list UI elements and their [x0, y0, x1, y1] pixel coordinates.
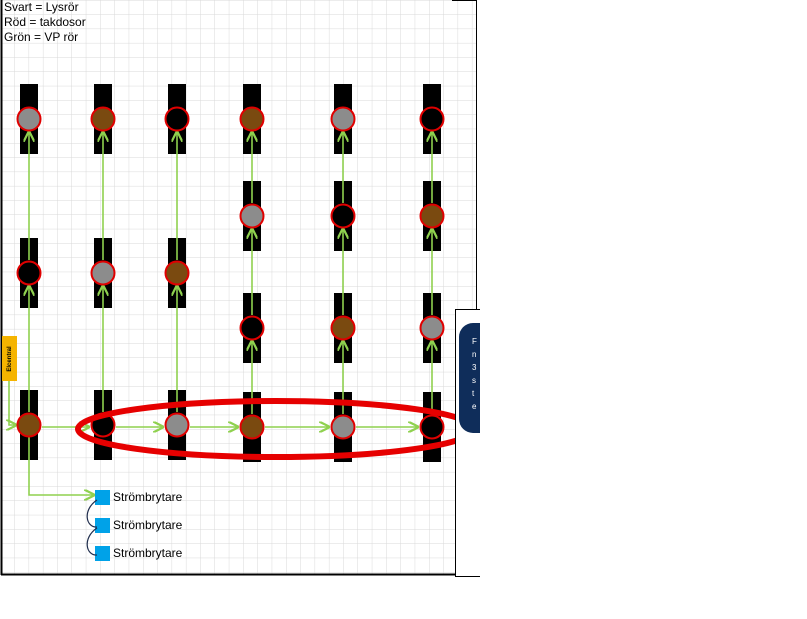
fixture-c4-r4 — [239, 414, 265, 440]
fixture-c3-r2 — [164, 260, 190, 286]
legend-red: Röd = takdosor — [4, 15, 86, 29]
fixture-c4-r3 — [239, 315, 265, 341]
ceiling-fixtures — [16, 106, 445, 440]
elcentral-label: Elcentral — [6, 345, 13, 372]
fixture-c1-r1 — [16, 106, 42, 132]
fixture-c2-r2 — [90, 260, 116, 286]
note-callout: F n 3 s t e — [459, 323, 480, 433]
fixture-c1-r3 — [16, 412, 42, 438]
fixture-c5-r2 — [330, 203, 356, 229]
switch-box-3 — [95, 546, 110, 561]
fixture-c6-r1 — [419, 106, 445, 132]
fixture-c1-r2 — [16, 260, 42, 286]
switch-box-2 — [95, 518, 110, 533]
switch-box-1 — [95, 490, 110, 505]
switch-link-2 — [86, 527, 98, 556]
legend-black: Svart = Lysrör — [4, 0, 79, 14]
switch-label-3: Strömbrytare — [113, 546, 183, 560]
fixture-c2-r1 — [90, 106, 116, 132]
fixture-c4-r2 — [239, 203, 265, 229]
fixture-c6-r3 — [419, 315, 445, 341]
elcentral-box: Elcentral — [2, 336, 17, 381]
fixture-c4-r1 — [239, 106, 265, 132]
note-panel: F n 3 s t e — [455, 309, 480, 577]
switch-label-2: Strömbrytare — [113, 518, 183, 532]
fixture-c3-r3 — [164, 412, 190, 438]
fixture-c6-r2 — [419, 203, 445, 229]
fixture-c5-r1 — [330, 106, 356, 132]
note-text: F n 3 s t e — [472, 337, 477, 411]
legend: Svart = Lysrör Röd = takdosor Grön = VP … — [4, 0, 86, 45]
fixture-c6-r4 — [419, 414, 445, 440]
switch-link-1 — [86, 499, 98, 528]
grid-background — [1, 0, 477, 575]
legend-green: Grön = VP rör — [4, 30, 79, 44]
fixture-c5-r4 — [330, 414, 356, 440]
fixture-c3-r1 — [164, 106, 190, 132]
conduit-elcentral-feed — [9, 381, 16, 425]
conduit-switch-feed — [28, 437, 94, 495]
switch-label-1: Strömbrytare — [113, 490, 183, 504]
fixture-c5-r3 — [330, 315, 356, 341]
